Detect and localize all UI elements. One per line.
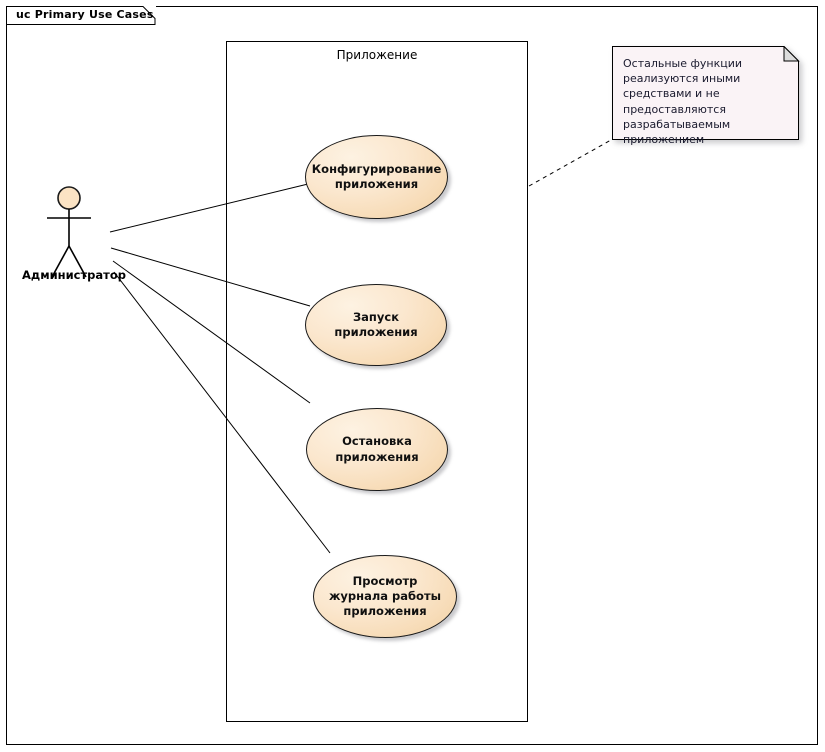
use-case-view-log[interactable]: Просмотр журнала работы приложения [313,555,457,638]
note-text: Остальные функции реализуются иными сред… [623,57,743,146]
frame-tab-shape [6,6,156,25]
diagram-frame [6,6,818,745]
actor-administrator[interactable] [30,182,130,282]
actor-stick-figure-icon [47,186,91,278]
use-case-label: Запуск приложения [334,309,418,339]
use-case-start[interactable]: Запуск приложения [305,284,447,366]
use-case-configure[interactable]: Конфигурирование приложения [305,135,448,219]
frame-title: uc Primary Use Cases [16,8,154,21]
use-case-label: Просмотр журнала работы приложения [328,573,442,619]
diagram-frame-tab: uc Primary Use Cases [6,6,156,25]
system-boundary-label: Приложение [336,48,418,62]
use-case-label: Остановка приложения [335,434,419,464]
actor-label: Администратор [22,268,126,282]
use-case-label: Конфигурирование приложения [311,161,442,191]
use-case-stop[interactable]: Остановка приложения [306,408,448,491]
note-shape-icon [612,46,800,140]
diagram-note[interactable]: Остальные функции реализуются иными сред… [612,46,800,146]
